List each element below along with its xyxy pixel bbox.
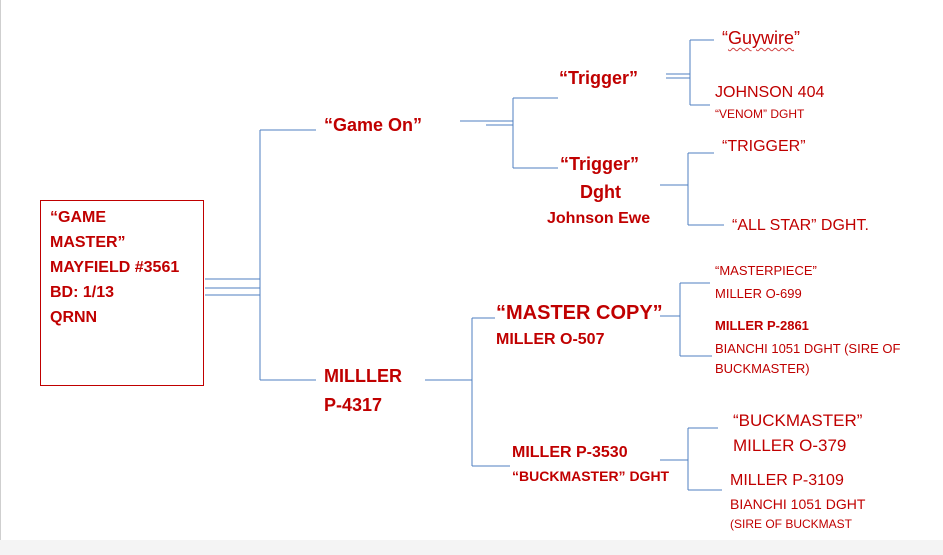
maternal-granddam-line-2: “BUCKMASTER” DGHT <box>512 468 670 484</box>
maternal-grandsire-line-1: “MASTER COPY” <box>496 302 663 324</box>
ggd-p3109-line-1: MILLER P-3109 <box>730 472 844 489</box>
ggs-guywire-text: Guywire <box>728 28 795 48</box>
ggs-buckmaster-line-1: “BUCKMASTER” <box>733 411 863 430</box>
ggd-p2861-line-2: BIANCHI 1051 DGHT (SIRE OF <box>715 341 901 356</box>
subject-line-4: BD: 1/13 <box>50 284 115 301</box>
paternal-grandsire: “Trigger” <box>559 68 639 88</box>
page-edge <box>0 0 1 555</box>
ggd-p2861-line-3: BUCKMASTER) <box>715 361 810 376</box>
ggd-p3109-line-2: BIANCHI 1051 DGHT <box>730 496 866 512</box>
ggs-guywire: “Guywire” <box>722 28 801 48</box>
paternal-granddam-line-1: “Trigger” <box>560 154 640 174</box>
subject-line-5: QRNN <box>50 309 98 326</box>
ggd-p2861-line-1: MILLER P-2861 <box>715 318 809 333</box>
subject-box: “GAME MASTER” MAYFIELD #3561 BD: 1/13 QR… <box>40 200 204 386</box>
ggd-johnson-404-line-2: “VENOM” DGHT <box>715 107 805 121</box>
ggs-masterpiece-line-2: MILLER O-699 <box>715 286 802 301</box>
subject-line-1: “GAME <box>50 209 106 226</box>
ggd-p3109-line-3: (SIRE OF BUCKMAST <box>730 517 853 531</box>
dam-line-1: MILLLER <box>324 366 402 386</box>
subject-line-2: MASTER” <box>50 234 126 251</box>
sire-name: “Game On” <box>324 115 423 135</box>
maternal-grandsire-line-2: MILLER O-507 <box>496 331 605 348</box>
dam-line-2: P-4317 <box>324 395 383 415</box>
ggs-buckmaster-line-2: MILLER O-379 <box>733 436 847 455</box>
paternal-granddam-line-3: Johnson Ewe <box>547 210 651 227</box>
ggd-all-star: “ALL STAR” DGHT. <box>732 217 869 234</box>
ggd-johnson-404-line-1: JOHNSON 404 <box>715 84 825 101</box>
page-bottom-band <box>0 540 943 555</box>
ggs-trigger: “TRIGGER” <box>722 138 806 155</box>
ggs-masterpiece-line-1: “MASTERPIECE” <box>715 263 817 278</box>
maternal-granddam-line-1: MILLER P-3530 <box>512 444 628 461</box>
paternal-granddam-line-2: Dght <box>580 182 621 202</box>
subject-line-3: MAYFIELD #3561 <box>50 259 180 276</box>
